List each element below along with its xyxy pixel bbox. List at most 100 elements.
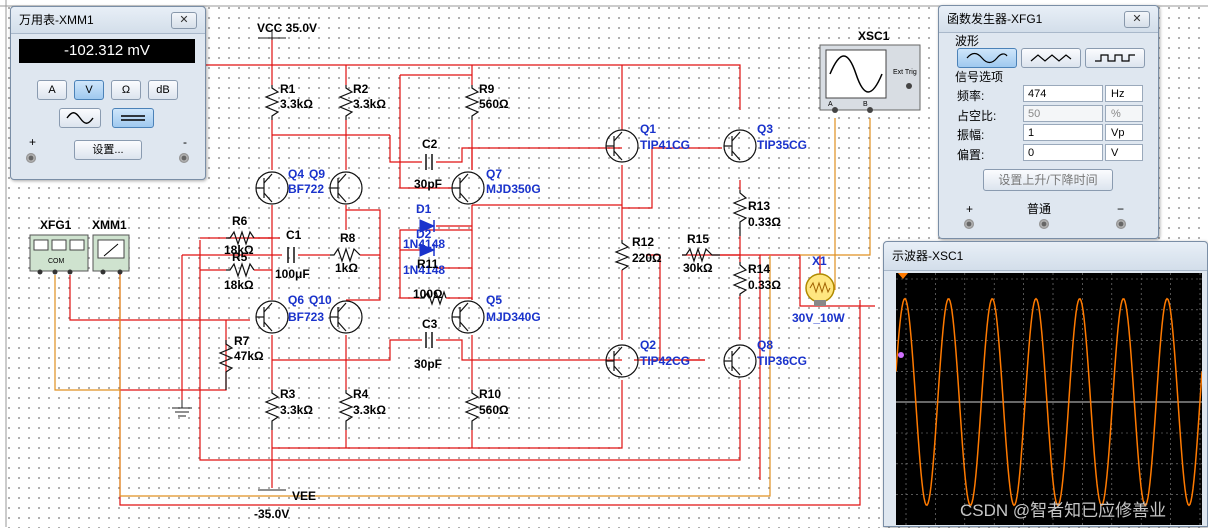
multimeter-titlebar[interactable]: 万用表-XMM1 ✕	[11, 7, 205, 34]
dc-coupling-button[interactable]	[112, 108, 154, 128]
part-value: 47kΩ	[234, 349, 264, 363]
part-value: TIP41CG	[640, 138, 690, 152]
part-value: 100μF	[275, 267, 310, 281]
r5-symbol	[226, 262, 255, 278]
fg-minus-terminal[interactable]	[1116, 219, 1126, 229]
trigger-marker-icon[interactable]	[898, 273, 908, 279]
oscilloscope-window[interactable]: 示波器-XSC1	[883, 241, 1208, 527]
function-generator-window[interactable]: 函数发生器-XFG1 ✕ 波形 信号选项 频率: 474 Hz 占空比: 50 …	[938, 5, 1159, 239]
part-ref: Q6	[288, 293, 304, 307]
multimeter-minus-label: -	[183, 135, 187, 149]
q2-symbol	[605, 344, 639, 378]
mode-button-db[interactable]: dB	[148, 80, 178, 100]
duty-cycle-unit: %	[1105, 105, 1143, 122]
xsc1-a-label: A	[828, 101, 833, 108]
oscilloscope-titlebar[interactable]: 示波器-XSC1	[884, 242, 1207, 271]
part-ref-alt: Q9	[309, 167, 325, 181]
frequency-field[interactable]: 474	[1023, 85, 1103, 102]
xsc1-instrument[interactable]	[819, 44, 921, 113]
square-wave-button[interactable]	[1085, 48, 1145, 68]
part-ref: R6	[232, 214, 248, 228]
part-value: 0.33Ω	[748, 278, 781, 292]
part-ref: D1	[416, 202, 432, 216]
part-ref: R11	[417, 257, 439, 271]
multimeter-minus-terminal[interactable]	[179, 153, 189, 163]
signal-options-group-label: 信号选项	[955, 70, 1004, 84]
part-value: BF722	[288, 182, 324, 196]
multimeter-close-button[interactable]: ✕	[171, 12, 197, 29]
fg-plus-terminal[interactable]	[964, 219, 974, 229]
multimeter-settings-button[interactable]: 设置...	[74, 140, 142, 160]
xmm1-label: XMM1	[92, 218, 127, 232]
offset-unit[interactable]: V	[1105, 144, 1143, 161]
multimeter-plus-terminal[interactable]	[26, 153, 36, 163]
function-generator-titlebar[interactable]: 函数发生器-XFG1 ✕	[939, 6, 1158, 33]
triangle-wave-icon	[1030, 54, 1072, 62]
part-ref-alt: Q10	[309, 293, 332, 307]
multimeter-reading: -102.312 mV	[64, 42, 150, 59]
function-generator-title: 函数发生器-XFG1	[947, 12, 1043, 26]
part-value: 30pF	[414, 177, 442, 191]
fg-common-label: 普通	[1027, 202, 1052, 216]
ac-coupling-button[interactable]	[59, 108, 101, 128]
part-ref: X1	[812, 254, 827, 268]
sine-wave-icon	[966, 52, 1008, 64]
probe-wires	[54, 118, 871, 497]
oscilloscope-screen[interactable]	[895, 273, 1203, 526]
triangle-wave-button[interactable]	[1021, 48, 1081, 68]
part-ref: Q5	[486, 293, 502, 307]
part-value: 18kΩ	[224, 278, 254, 292]
q9-symbol	[329, 171, 363, 205]
multimeter-window[interactable]: 万用表-XMM1 ✕ -102.312 mV A V Ω dB + 设置... …	[10, 6, 206, 180]
part-value: 560Ω	[479, 403, 509, 417]
offset-field[interactable]: 0	[1023, 144, 1103, 161]
mode-button-ohm[interactable]: Ω	[111, 80, 141, 100]
amplitude-unit[interactable]: Vp	[1105, 124, 1143, 141]
d2-symbol	[419, 243, 436, 257]
vee-value: -35.0V	[254, 507, 289, 521]
fg-common-terminal[interactable]	[1039, 219, 1049, 229]
q8-symbol	[723, 344, 757, 378]
mode-button-v[interactable]: V	[74, 80, 104, 100]
part-ref: R7	[234, 334, 250, 348]
xmm1-instrument[interactable]	[92, 234, 130, 275]
ground-wires	[172, 30, 286, 491]
part-value: 30V_10W	[792, 311, 845, 325]
part-value: 3.3kΩ	[353, 97, 386, 111]
part-ref: R10	[479, 387, 501, 401]
part-ref: Q4	[288, 167, 304, 181]
part-value: 1N4148	[403, 237, 445, 251]
r4-symbol	[338, 390, 354, 430]
part-value: 1kΩ	[335, 261, 358, 275]
channel-marker-icon[interactable]	[898, 352, 904, 358]
diode-symbols	[419, 219, 436, 257]
sine-wave-button[interactable]	[957, 48, 1017, 68]
part-value: 18kΩ	[224, 243, 254, 257]
frequency-label: 频率:	[957, 89, 985, 103]
r9-symbol	[464, 85, 480, 120]
ac-wave-icon	[66, 112, 94, 124]
function-generator-close-button[interactable]: ✕	[1124, 11, 1150, 28]
r8-symbol	[330, 247, 361, 263]
r12-symbol	[614, 240, 630, 271]
xfg1-instrument[interactable]	[29, 234, 89, 275]
q6-symbol	[255, 300, 289, 334]
part-ref: C3	[422, 317, 438, 331]
r6-symbol	[226, 230, 255, 246]
part-ref: Q2	[640, 338, 656, 352]
amplitude-field[interactable]: 1	[1023, 124, 1103, 141]
frequency-unit[interactable]: Hz	[1105, 85, 1143, 102]
q10-symbol	[329, 300, 363, 334]
duty-cycle-field: 50	[1023, 105, 1103, 122]
oscilloscope-plot	[895, 273, 1203, 526]
part-ref: C2	[422, 137, 438, 151]
r10-symbol	[464, 390, 480, 430]
xsc1-ext-trig: Ext Trig	[893, 69, 917, 76]
transistor-symbols	[255, 129, 757, 378]
xfg1-com: COM	[48, 258, 65, 265]
mode-button-a[interactable]: A	[37, 80, 67, 100]
part-ref: R5	[232, 250, 248, 264]
dc-line-icon	[121, 115, 145, 121]
square-wave-icon	[1095, 54, 1135, 62]
